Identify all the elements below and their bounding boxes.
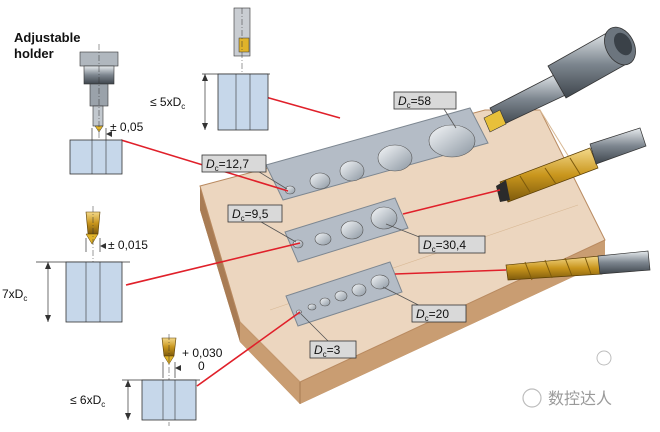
middle-detail: ± 0,015 7xDc — [2, 206, 148, 324]
bottom-tolerance-zero: 0 — [198, 359, 205, 373]
insert-icon — [483, 109, 507, 133]
tag-sub: c — [425, 314, 429, 323]
tag-value: =58 — [411, 94, 432, 108]
tag-prefix: D — [206, 157, 215, 171]
leader-middle — [125, 242, 301, 286]
leader-bottom — [196, 311, 301, 387]
tag-prefix: D — [416, 307, 425, 321]
tag-value: =9,5 — [245, 207, 269, 221]
depth-text: ≤ 5xD — [150, 95, 182, 109]
hole — [334, 290, 348, 302]
watermark-logo-icon — [596, 350, 612, 366]
hole-d20 — [370, 274, 390, 290]
wechat-icon — [522, 388, 542, 408]
leader-lines — [120, 95, 507, 387]
tag-sub: c — [241, 214, 245, 223]
tag-prefix: D — [423, 238, 432, 252]
hole-d58 — [428, 124, 476, 158]
watermark-text: 数控达人 — [548, 389, 612, 408]
pocket-bottom — [285, 261, 403, 327]
tag-d12_7: Dc=12,7 — [201, 154, 267, 173]
hole — [307, 303, 317, 311]
svg-text:Dc=30,4: Dc=30,4 — [423, 238, 466, 254]
drill-tool-bottom — [505, 250, 651, 281]
tag-prefix: D — [314, 343, 323, 357]
hole — [377, 144, 413, 172]
pocket-top — [265, 107, 489, 201]
hole — [319, 297, 331, 307]
leader-top-detail — [261, 95, 341, 119]
hole — [314, 232, 332, 246]
top-depth-label: ≤ 5xDc — [150, 95, 185, 111]
leader-drill-mid — [402, 189, 501, 215]
boring-tool — [483, 26, 636, 133]
hole — [351, 283, 367, 297]
holder-detail: Adjustable holder ± 0,05 — [14, 30, 144, 176]
hole — [340, 220, 364, 240]
svg-text:Dc=58: Dc=58 — [398, 94, 431, 110]
tag-sub: c — [407, 101, 411, 110]
svg-text:Dc=12,7: Dc=12,7 — [206, 157, 249, 173]
holder-title-line1: Adjustable — [14, 30, 80, 45]
tag-d30_4: Dc=30,4 — [418, 235, 486, 254]
watermark: 数控达人 — [522, 350, 612, 408]
hole-d30_4 — [370, 206, 398, 230]
tag-d20: Dc=20 — [411, 304, 467, 323]
holder-title-line2: holder — [14, 46, 54, 61]
tag-d3: Dc=3 — [309, 340, 357, 359]
tag-sub: c — [215, 164, 219, 173]
tag-value: =12,7 — [219, 157, 250, 171]
tag-prefix: D — [232, 207, 241, 221]
depth-text: ≤ 6xD — [70, 393, 102, 407]
svg-text:Dc=3: Dc=3 — [314, 343, 341, 359]
tag-value: =20 — [429, 307, 450, 321]
tag-d58: Dc=58 — [393, 91, 457, 110]
middle-depth-label: 7xDc — [2, 287, 27, 303]
middle-tolerance: ± 0,015 — [108, 238, 148, 252]
bottom-detail: + 0,030 0 ≤ 6xDc — [70, 334, 223, 426]
holder-tolerance: ± 0,05 — [110, 120, 144, 134]
bottom-depth-label: ≤ 6xDc — [70, 393, 105, 409]
tag-value: =30,4 — [436, 238, 467, 252]
depth-sub: c — [101, 400, 105, 409]
depth-sub: c — [181, 102, 185, 111]
tag-value: =3 — [327, 343, 341, 357]
top-detail: ≤ 5xDc — [150, 7, 270, 131]
leader-drill-bot — [394, 269, 507, 275]
hole — [339, 160, 365, 182]
tag-prefix: D — [398, 94, 407, 108]
tag-d9_5: Dc=9,5 — [227, 204, 283, 223]
block-left-face — [200, 186, 240, 342]
svg-text:Dc=20: Dc=20 — [416, 307, 449, 323]
drill-tool-middle — [496, 127, 647, 203]
hole — [309, 172, 331, 190]
bottom-tolerance-plus: + 0,030 — [182, 346, 223, 360]
tag-sub: c — [323, 350, 327, 359]
depth-text: 7xD — [2, 287, 24, 301]
svg-text:Dc=9,5: Dc=9,5 — [232, 207, 269, 223]
depth-sub: c — [23, 294, 27, 303]
tag-sub: c — [432, 245, 436, 254]
